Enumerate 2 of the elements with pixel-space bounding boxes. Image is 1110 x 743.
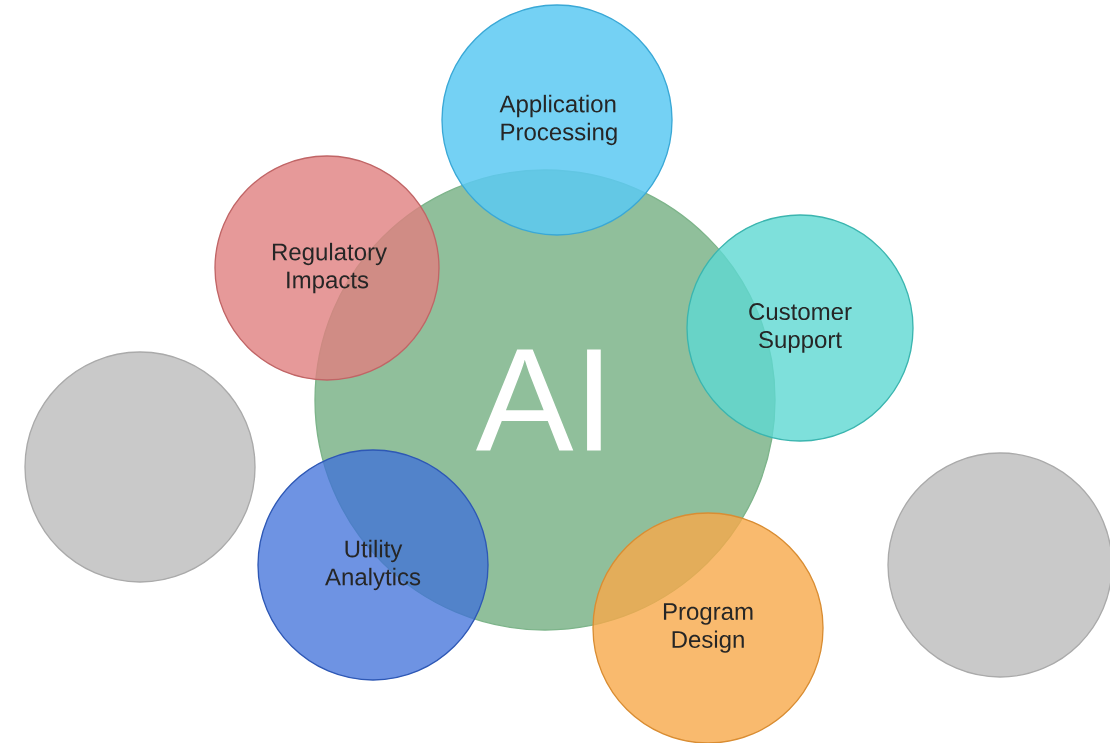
- empty-circle: [887, 452, 1110, 678]
- empty-circle: [24, 351, 256, 583]
